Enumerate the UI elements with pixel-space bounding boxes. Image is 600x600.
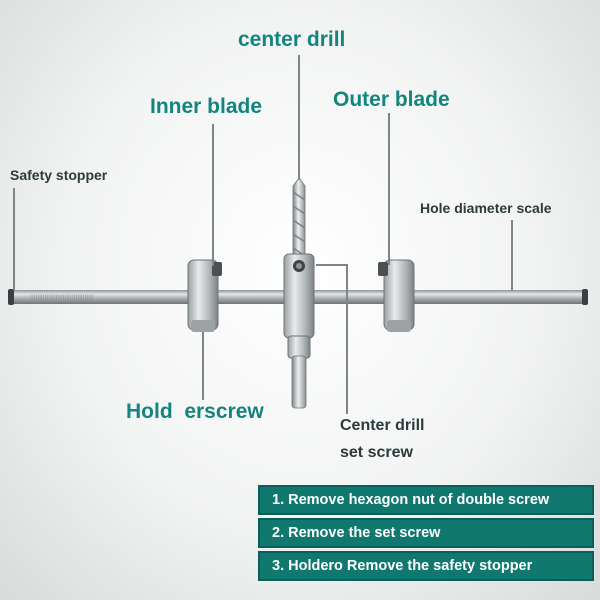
center-drill-bit — [292, 177, 306, 261]
step-2-banner: 2. Remove the set screw — [258, 518, 594, 548]
label-set-screw-line2: set screw — [340, 444, 413, 461]
leader-safety-stopper — [13, 188, 15, 290]
leader-set-screw-h — [316, 264, 348, 266]
svg-text:||||||||||||||||||||||||||||||: ||||||||||||||||||||||||||||||||||| — [30, 295, 94, 302]
label-set-screw-line1: Center drill — [340, 417, 425, 434]
label-holderscrew: Hold erscrew — [126, 400, 264, 423]
label-inner-blade: Inner blade — [150, 95, 263, 118]
leader-set-screw-v — [346, 264, 348, 414]
safety-stopper-cap-right — [582, 289, 588, 305]
step-3-banner: 3. Holdero Remove the safety stopper — [258, 551, 594, 581]
leader-hole-diameter-scale — [511, 220, 513, 290]
label-hole-diameter-scale: Hole diameter scale — [420, 200, 552, 216]
center-hub — [283, 253, 315, 409]
leader-outer-blade — [388, 113, 390, 265]
leader-inner-blade — [212, 124, 214, 266]
label-center-drill: center drill — [238, 28, 346, 51]
label-outer-blade: Outer blade — [333, 88, 450, 111]
leader-holderscrew — [202, 332, 204, 400]
leader-center-drill — [298, 55, 300, 180]
step-1-banner: 1. Remove hexagon nut of double screw — [258, 485, 594, 515]
label-safety-stopper: Safety stopper — [10, 167, 108, 183]
inner-blade-block — [187, 259, 222, 332]
outer-blade-block — [378, 259, 415, 332]
safety-stopper-cap-left — [8, 289, 14, 305]
